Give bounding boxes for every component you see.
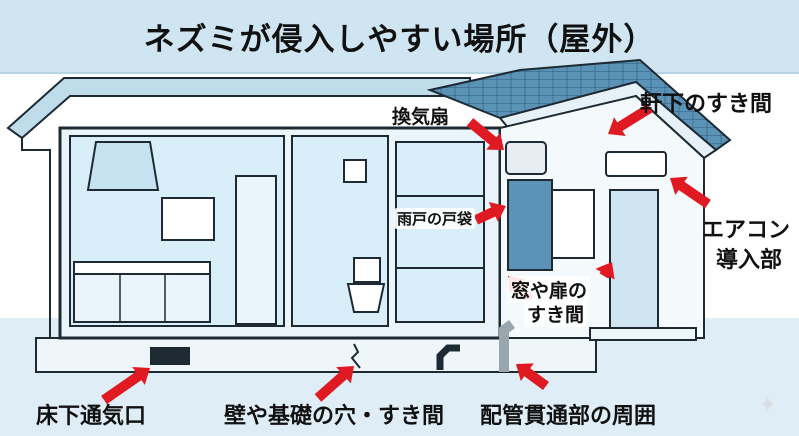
- vent-fan-box: [506, 142, 546, 174]
- kitchen-window: [162, 198, 214, 240]
- interior-door: [236, 176, 276, 324]
- side-window: [552, 190, 594, 258]
- label-ventilation-fan: 換気扇: [392, 102, 449, 129]
- label-aircon-line1: エアコン: [702, 212, 790, 244]
- label-eaves: 軒下のすき間: [640, 86, 772, 118]
- kitchen-counter: [74, 262, 210, 274]
- door-step: [590, 328, 696, 340]
- front-door: [610, 190, 658, 328]
- toilet-bowl: [348, 284, 384, 312]
- sparkle-icon: ✦: [759, 393, 777, 418]
- label-window-gap-line2: すき間: [524, 300, 587, 327]
- toilet-fan: [344, 160, 366, 182]
- label-pipe: 配管貫通部の周囲: [480, 398, 656, 430]
- label-aircon-line2: 導入部: [716, 242, 782, 274]
- toilet-tank: [354, 258, 380, 282]
- kitchen-cabinet: [74, 274, 210, 322]
- label-wall-crack: 壁や基礎の穴・すき間: [224, 398, 444, 430]
- range-hood: [88, 142, 158, 190]
- shutter-box: [508, 180, 552, 270]
- floor-vent: [150, 347, 190, 365]
- closet: [396, 142, 484, 322]
- label-window-gap-line1: 窓や扉の: [508, 276, 590, 303]
- foundation: [36, 338, 596, 372]
- label-floor-vent: 床下通気口: [36, 398, 146, 430]
- aircon-unit: [606, 152, 666, 176]
- label-shutter-box: 雨戸の戸袋: [394, 208, 475, 229]
